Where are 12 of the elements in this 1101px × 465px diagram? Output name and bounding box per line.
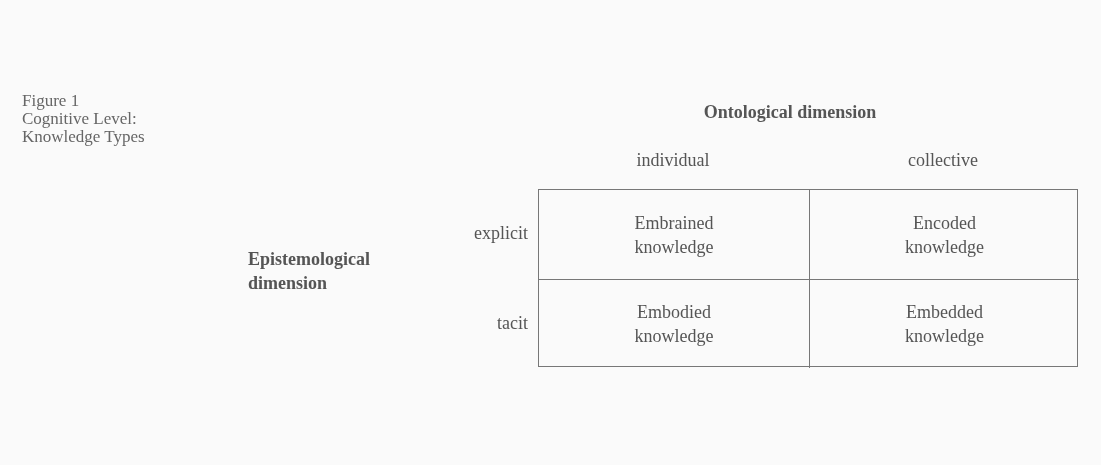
figure-title: Figure 1 [22,92,80,110]
axis-heading: Epistemological dimension [248,248,371,295]
cell-text: Embedded knowledge [904,301,985,348]
axis-label: collective [907,149,979,172]
cell-text: Encoded knowledge [904,211,985,259]
axis-label: explicit [473,222,528,245]
cell-text: Embrained knowledge [633,211,715,259]
axis-label: individual [635,149,711,172]
axis-label: tacit [496,312,528,335]
cell-text: Embodied knowledge [633,301,715,348]
axis-heading: Ontological dimension [702,101,878,124]
figure-caption: Cognitive Level: Knowledge Types [22,110,146,146]
